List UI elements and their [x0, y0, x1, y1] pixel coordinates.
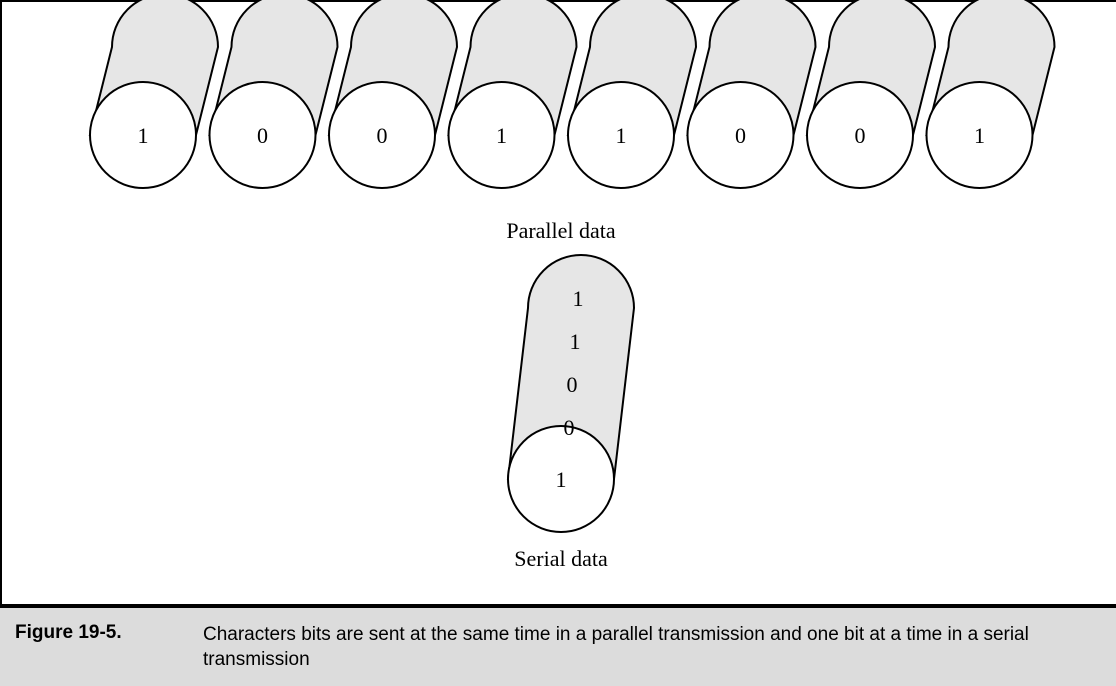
caption-number: Figure 19-5.: [15, 622, 122, 643]
cylinder-body: [506, 254, 636, 480]
parallel-cylinder: 0: [208, 0, 339, 189]
parallel-bit: 1: [974, 123, 985, 148]
transmission-diagram: 1 0 0 1 1 0 0 1 Parallel data 1 1 0 0 1 Serial data: [88, 0, 1056, 571]
parallel-bit: 1: [496, 123, 507, 148]
parallel-cylinder: 0: [686, 0, 817, 189]
cylinder-face: [806, 81, 914, 189]
parallel-cylinders: 1 0 0 1 1 0 0 1: [88, 0, 1056, 189]
parallel-data-label: Parallel data: [506, 218, 616, 243]
cylinder-face: [567, 81, 675, 189]
cylinder-face: [447, 81, 556, 189]
parallel-bit: 1: [616, 123, 627, 148]
serial-bit: 1: [570, 329, 581, 354]
serial-bit: 0: [567, 372, 578, 397]
figure-caption: Figure 19-5. Characters bits are sent at…: [0, 604, 1116, 686]
parallel-cylinder: 0: [805, 0, 937, 189]
parallel-cylinder: 1: [566, 0, 698, 189]
parallel-cylinder: 1: [447, 0, 578, 189]
serial-bit: 0: [564, 415, 575, 440]
cylinder-face: [89, 81, 197, 189]
parallel-cylinder: 1: [925, 0, 1056, 189]
parallel-cylinder: 1: [88, 0, 220, 189]
parallel-cylinder: 0: [327, 0, 459, 189]
parallel-bit: 0: [855, 123, 866, 148]
cylinder-face: [328, 81, 436, 189]
cylinder-face: [208, 81, 317, 189]
serial-bit: 1: [556, 467, 567, 492]
parallel-bit: 0: [257, 123, 268, 148]
parallel-bit: 0: [735, 123, 746, 148]
serial-bit: 1: [573, 286, 584, 311]
cylinder-face: [925, 81, 1034, 189]
parallel-bit: 0: [377, 123, 388, 148]
caption-text: Characters bits are sent at the same tim…: [203, 624, 1029, 670]
serial-data-label: Serial data: [514, 546, 608, 571]
cylinder-face: [686, 81, 795, 189]
cylinder-face: [507, 425, 615, 533]
parallel-bit: 1: [138, 123, 149, 148]
serial-cylinder: 1 1 0 0 1: [506, 254, 636, 533]
